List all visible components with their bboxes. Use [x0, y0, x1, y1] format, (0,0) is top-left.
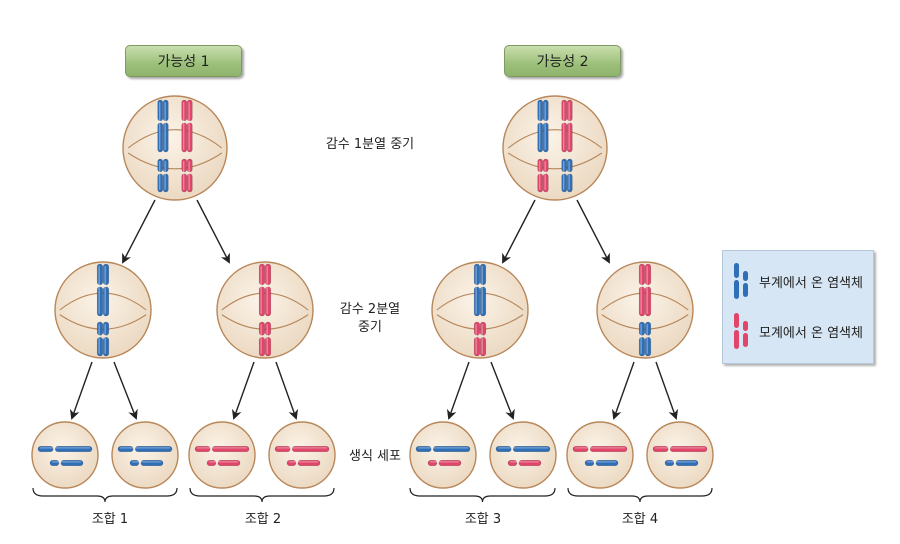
gamete-cell-3: [188, 421, 256, 489]
meiosis1-cell-1: [122, 95, 228, 201]
large-chromosome: [652, 445, 708, 453]
meiosis2-cell-1: [54, 261, 152, 359]
small-chromosome: [537, 158, 549, 193]
large-chromosome: [157, 99, 169, 153]
arrow: [502, 199, 536, 264]
large-chromosome: [495, 445, 551, 453]
large-chromosome: [473, 263, 487, 317]
small-chromosome: [561, 158, 573, 193]
small-chromosome: [206, 459, 241, 467]
small-chromosome: [473, 321, 487, 357]
arrow: [113, 361, 138, 420]
gamete-cell-6: [489, 421, 557, 489]
combination-1-label: 조합 1: [91, 512, 129, 527]
arrow: [231, 361, 255, 420]
gamete-cell-4: [268, 421, 336, 489]
small-chromosome: [96, 321, 110, 357]
meiosis2-metaphase-label-line1: 감수 2분열: [339, 302, 401, 317]
combination-brace-4: [567, 487, 713, 503]
large-chromosome: [117, 445, 173, 453]
meiosis2-metaphase-label-line2: 중기: [358, 320, 382, 335]
combination-brace-1: [32, 487, 178, 503]
gamete-cell-2: [111, 421, 179, 489]
legend-maternal-text: 모계에서 온 염색체: [759, 325, 863, 341]
legend-maternal: 모계에서 온 염색체: [731, 311, 863, 351]
combination-4-label: 조합 4: [621, 512, 659, 527]
legend-paternal: 부계에서 온 염색체: [731, 261, 863, 301]
possibility-1-label: 가능성 1: [125, 45, 242, 77]
meiosis2-cell-4: [596, 261, 694, 359]
arrow: [69, 361, 93, 420]
arrow: [576, 199, 610, 264]
small-chromosome: [49, 459, 84, 467]
meiosis1-cell-2: [502, 95, 608, 201]
possibility-2-label: 가능성 2: [504, 45, 621, 77]
large-chromosome: [194, 445, 250, 453]
small-chromosome: [507, 459, 542, 467]
arrows-layer: [69, 199, 679, 420]
arrow: [655, 361, 679, 420]
possibility-2-text: 가능성 2: [536, 54, 589, 70]
small-chromosome: [181, 158, 193, 193]
large-chromosome: [258, 263, 272, 317]
gamete-cell-5: [409, 421, 477, 489]
small-chromosome: [286, 459, 321, 467]
meiosis2-cell-3: [431, 261, 529, 359]
legend-paternal-text: 부계에서 온 염색체: [759, 275, 863, 291]
small-chromosome: [664, 459, 699, 467]
combination-brace-3: [409, 487, 556, 503]
maternal-chromosome-icon: [734, 313, 748, 349]
arrow: [122, 199, 156, 264]
combination-2-label: 조합 2: [244, 512, 282, 527]
small-chromosome: [427, 459, 462, 467]
gamete-cell-1: [31, 421, 99, 489]
arrow: [490, 361, 515, 420]
large-chromosome: [638, 263, 652, 317]
arrow: [196, 199, 230, 264]
large-chromosome: [37, 445, 93, 453]
gamete-cell-8: [646, 421, 714, 489]
large-chromosome: [181, 99, 193, 153]
gametes-label: 생식 세포: [349, 449, 401, 464]
arrow: [275, 361, 299, 420]
possibility-1-text: 가능성 1: [157, 54, 210, 70]
braces-layer: [32, 487, 713, 503]
legend: 부계에서 온 염색체 모계에서 온 염색체: [722, 250, 874, 364]
arrow: [446, 361, 470, 420]
large-chromosome: [561, 99, 573, 153]
combination-3-label: 조합 3: [464, 512, 502, 527]
paternal-chromosome-icon: [734, 263, 748, 299]
arrow: [611, 361, 635, 420]
large-chromosome: [96, 263, 110, 317]
gamete-cell-7: [566, 421, 634, 489]
small-chromosome: [129, 459, 164, 467]
small-chromosome: [638, 321, 652, 357]
cells-layer: [31, 95, 714, 489]
meiosis1-metaphase-label: 감수 1분열 중기: [325, 137, 415, 152]
meiosis2-cell-2: [216, 261, 314, 359]
combination-brace-2: [189, 487, 335, 503]
large-chromosome: [415, 445, 471, 453]
small-chromosome: [584, 459, 619, 467]
large-chromosome: [572, 445, 628, 453]
large-chromosome: [537, 99, 549, 153]
small-chromosome: [157, 158, 169, 193]
large-chromosome: [274, 445, 330, 453]
small-chromosome: [258, 321, 272, 357]
